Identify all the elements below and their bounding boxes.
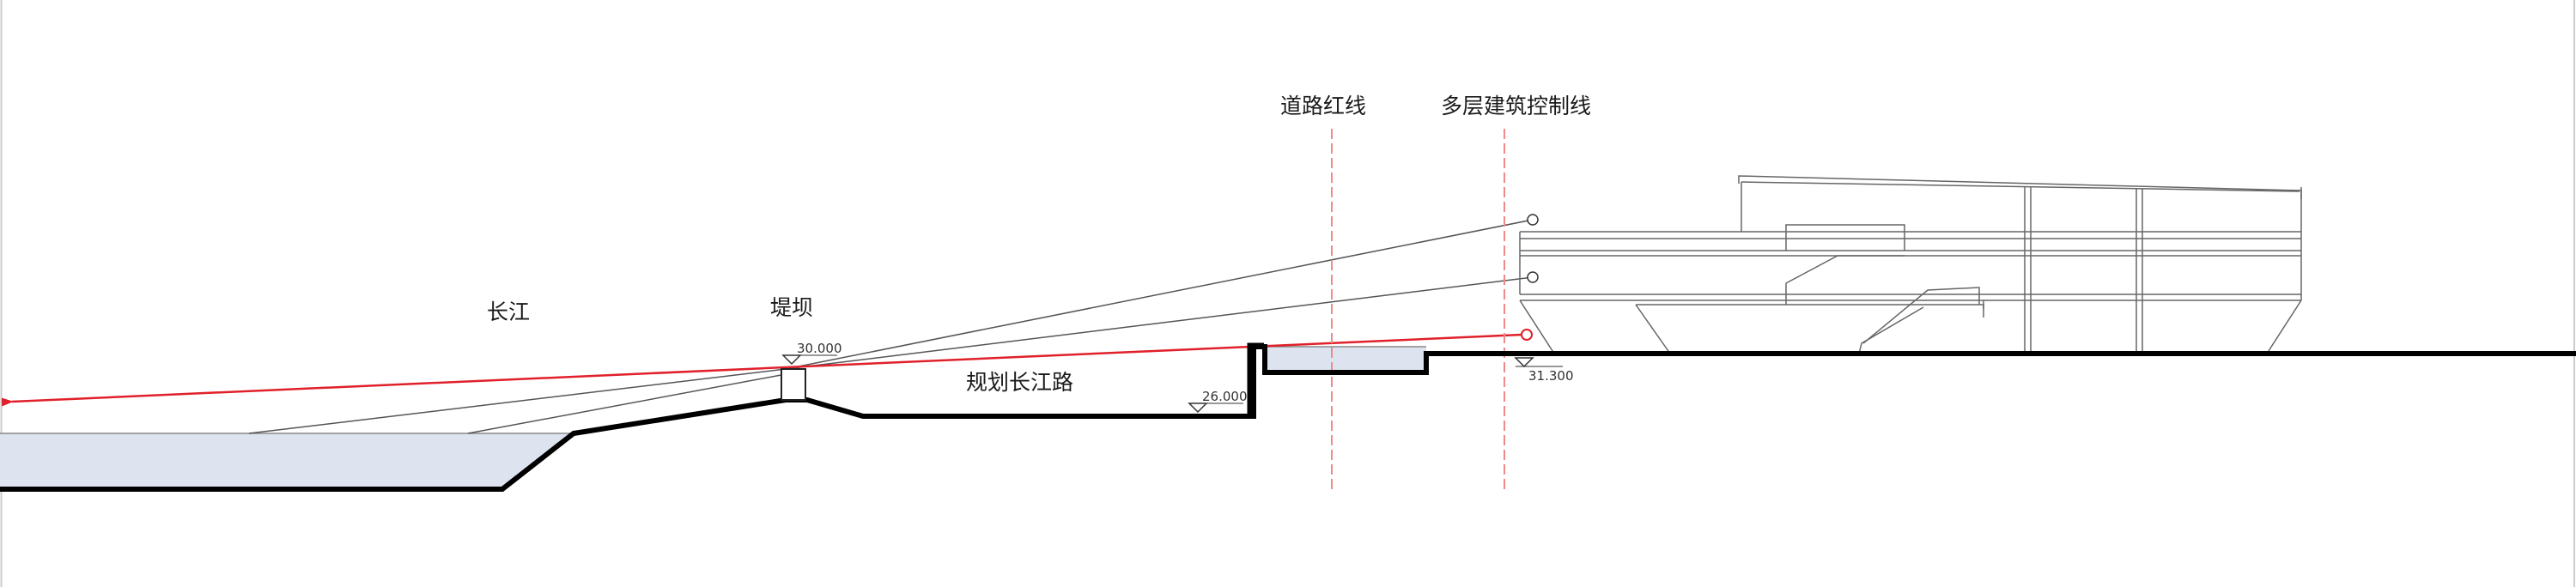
building-stair-lower	[1862, 287, 1980, 344]
red-sight-line	[1, 333, 1522, 407]
sight-line-2	[785, 276, 1534, 370]
building-elevation-label: 31.300	[1528, 368, 1574, 384]
elevation-marker-building: 31.300	[1514, 357, 1574, 384]
sight-line-1	[785, 219, 1534, 370]
dam-label: 堤坝	[770, 295, 813, 320]
building-roof-canopy	[1738, 175, 2302, 199]
road-red-line-label: 道路红线	[1280, 94, 1366, 118]
elevation-marker-dam: 30.000	[781, 341, 842, 366]
sight-lines	[248, 219, 1534, 434]
depressed-area-water	[1265, 347, 1426, 372]
dam-elevation-label: 30.000	[797, 341, 842, 356]
building-control-line-label: 多层建筑控制线	[1441, 94, 1591, 118]
ground-section-profile	[0, 344, 2576, 492]
viewpoint-marker-red	[1521, 329, 1533, 341]
sight-line-4	[467, 373, 787, 434]
building-stair-upper	[1785, 255, 1905, 284]
road-edge-wall	[1247, 342, 1264, 416]
viewpoint-marker-upper	[1527, 214, 1539, 226]
river-label: 长江	[487, 300, 530, 324]
viewpoint-marker-middle	[1527, 271, 1539, 283]
dam-crest	[781, 368, 806, 401]
building-upper-box	[1785, 224, 1905, 251]
elevation-marker-road: 26.000	[1188, 389, 1248, 414]
road-elevation-label: 26.000	[1202, 389, 1248, 404]
building	[1519, 175, 2302, 354]
sight-line-3	[248, 368, 787, 434]
building-lower-box	[1786, 304, 1984, 318]
river-water	[0, 433, 574, 489]
road-label: 规划长江路	[966, 370, 1073, 395]
